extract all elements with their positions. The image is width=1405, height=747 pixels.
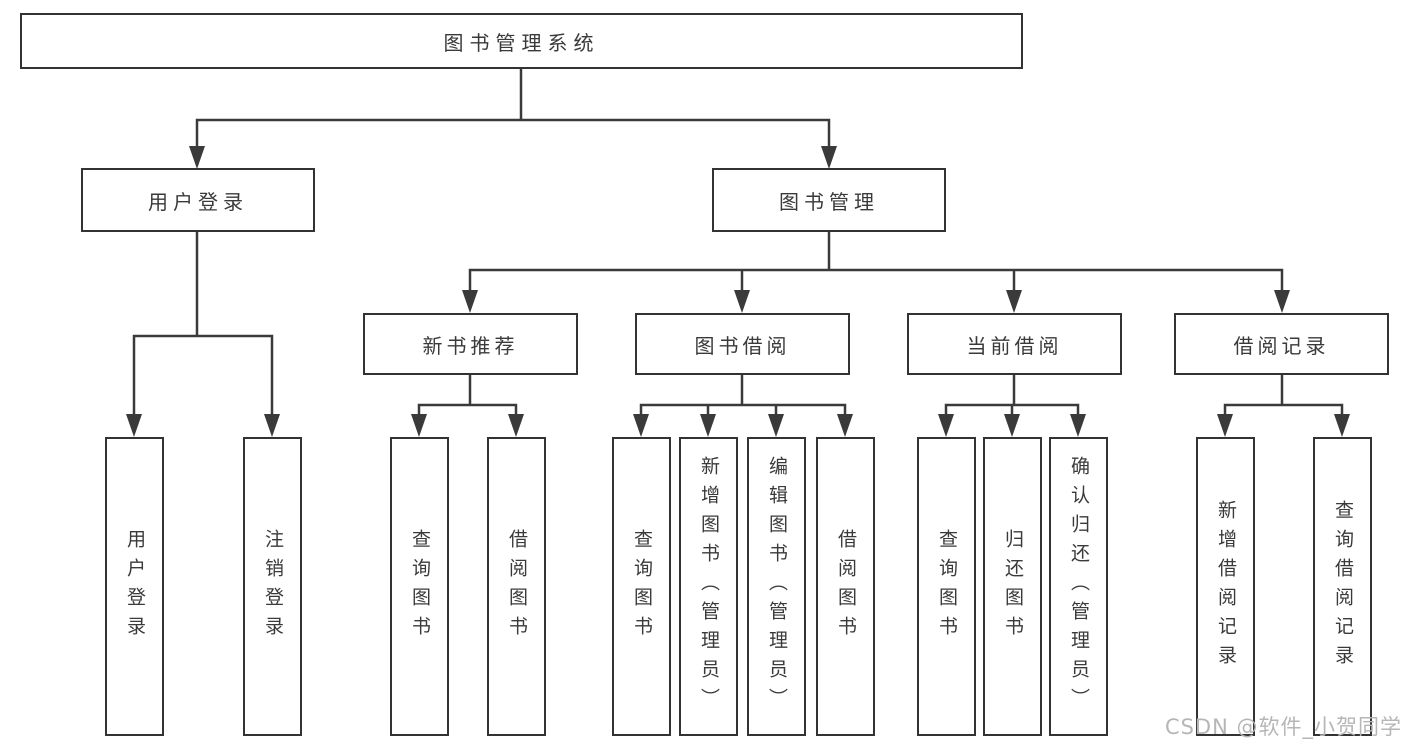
node-book-borrow: 图书借阅 <box>635 313 850 375</box>
leaf-return-books-label: 归还图书 <box>1002 528 1024 645</box>
leaf-add-books-admin-label: 新增图书（管理员） <box>698 456 720 717</box>
leaf-add-borrow-record: 新增借阅记录 <box>1196 437 1255 736</box>
leaf-add-books-admin: 新增图书（管理员） <box>679 437 738 736</box>
leaf-query-books-recommend-label: 查询图书 <box>409 528 431 645</box>
leaf-add-borrow-record-label: 新增借阅记录 <box>1215 499 1237 674</box>
leaf-return-books: 归还图书 <box>983 437 1042 736</box>
node-new-book-recommend-label: 新书推荐 <box>422 333 519 358</box>
node-new-book-recommend: 新书推荐 <box>363 313 578 375</box>
connector-lines <box>132 69 1344 415</box>
leaf-query-books-borrow-label: 查询图书 <box>631 528 653 645</box>
leaf-confirm-return-admin-label: 确认归还（管理员） <box>1068 456 1090 717</box>
node-current-borrow: 当前借阅 <box>907 313 1122 375</box>
leaf-edit-books-admin-label: 编辑图书（管理员） <box>766 456 788 717</box>
node-current-borrow-label: 当前借阅 <box>966 333 1063 358</box>
arrowhead-icons <box>126 146 1350 437</box>
node-root: 图书管理系统 <box>20 13 1023 69</box>
leaf-borrow-books-recommend: 借阅图书 <box>487 437 546 736</box>
node-borrow-records-label: 借阅记录 <box>1233 333 1330 358</box>
node-borrow-records: 借阅记录 <box>1174 313 1389 375</box>
leaf-borrow-books-label: 借阅图书 <box>835 528 857 645</box>
leaf-logout-label: 注销登录 <box>262 528 284 645</box>
node-book-management: 图书管理 <box>712 168 946 232</box>
leaf-query-borrow-record-label: 查询借阅记录 <box>1332 499 1354 674</box>
leaf-user-login-label: 用户登录 <box>124 528 146 645</box>
node-root-label: 图书管理系统 <box>443 30 600 55</box>
node-user-login-label: 用户登录 <box>148 189 248 214</box>
node-book-management-label: 图书管理 <box>779 189 879 214</box>
leaf-query-books-recommend: 查询图书 <box>390 437 449 736</box>
leaf-user-login: 用户登录 <box>105 437 164 736</box>
leaf-edit-books-admin: 编辑图书（管理员） <box>747 437 806 736</box>
leaf-query-books-borrow: 查询图书 <box>612 437 671 736</box>
leaf-query-books-current-label: 查询图书 <box>936 528 958 645</box>
leaf-confirm-return-admin: 确认归还（管理员） <box>1049 437 1108 736</box>
leaf-query-borrow-record: 查询借阅记录 <box>1313 437 1372 736</box>
leaf-borrow-books-recommend-label: 借阅图书 <box>506 528 528 645</box>
leaf-logout: 注销登录 <box>243 437 302 736</box>
node-book-borrow-label: 图书借阅 <box>694 333 791 358</box>
node-user-login: 用户登录 <box>81 168 315 232</box>
leaf-query-books-current: 查询图书 <box>917 437 976 736</box>
leaf-borrow-books: 借阅图书 <box>816 437 875 736</box>
